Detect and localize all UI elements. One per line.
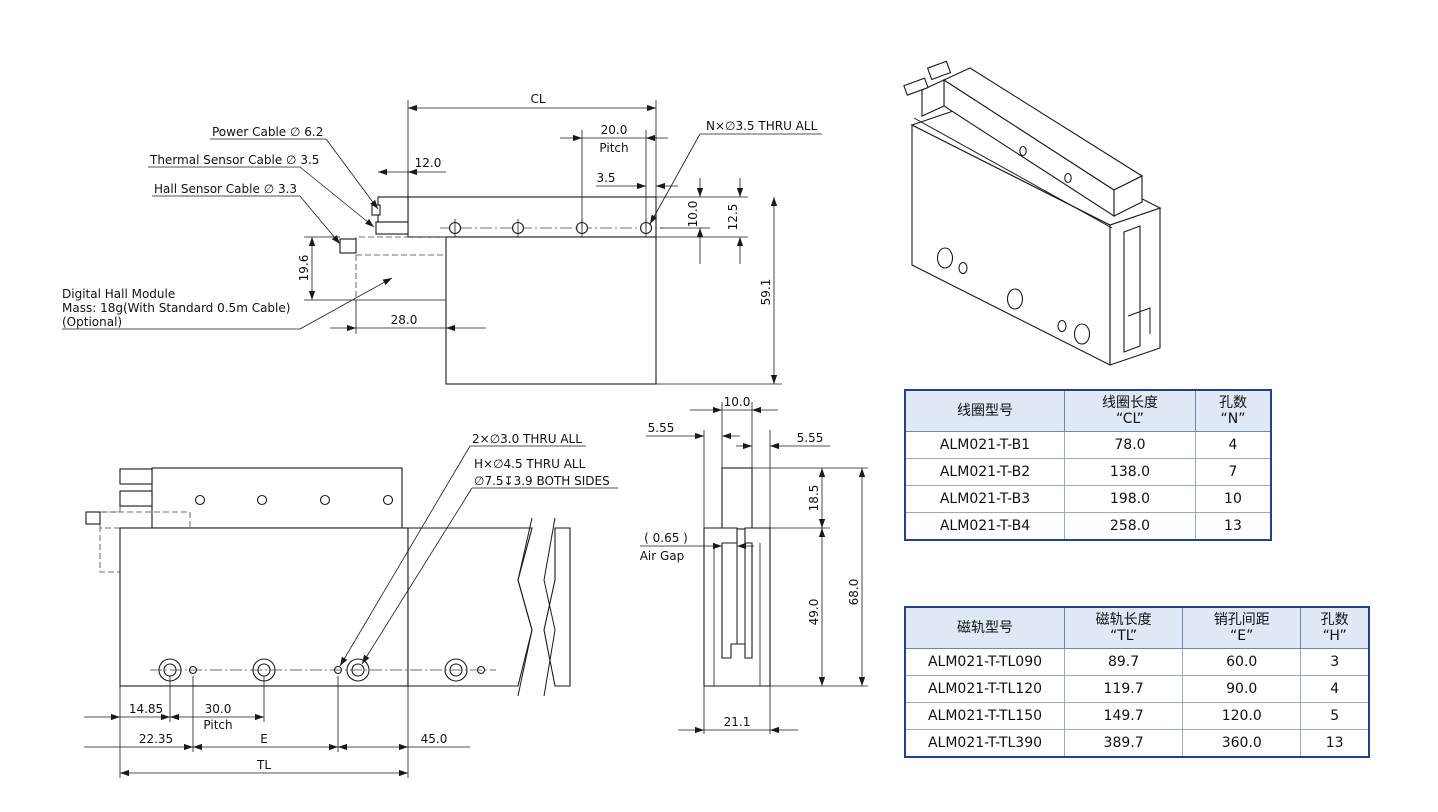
hall-module-line1: Digital Hall Module (62, 287, 175, 301)
coil-end-body (721, 467, 753, 530)
dim-19-6: 19.6 (297, 255, 311, 282)
track-side-segment-3 (543, 527, 571, 687)
cable-exit-block (377, 196, 409, 223)
coil-header-n: 孔数“N” (1194, 389, 1272, 432)
dim-68: 68.0 (847, 579, 861, 606)
dim-10: 10.0 (686, 201, 700, 228)
hall-module-outline (355, 236, 446, 256)
counterbore-note: ∅7.5↧3.9 BOTH SIDES (474, 474, 610, 488)
dim-pitch-30-label: Pitch (203, 718, 232, 732)
dim-14-85: 14.85 (129, 702, 163, 716)
dim-12-5: 12.5 (726, 204, 740, 231)
dim-5-55-right: 5.55 (797, 431, 824, 445)
track-side-segment-2 (407, 527, 533, 687)
air-gap-value: ( 0.65 ) (644, 531, 688, 545)
coil-side-body (151, 467, 403, 529)
coil-top-body (407, 196, 657, 238)
dim-pitch-label: Pitch (599, 141, 628, 155)
dim-30: 30.0 (205, 702, 232, 716)
dim-pitch-20: 20.0 (601, 123, 628, 137)
dim-45: 45.0 (421, 732, 448, 746)
track-end-body (703, 527, 771, 687)
track-header-model: 磁轨型号 (904, 606, 1065, 649)
mount-holes-note: 2×∅3.0 THRU ALL (472, 432, 582, 446)
coil-holes (448, 219, 653, 237)
coil-header-cl: 线圈长度“CL” (1064, 389, 1196, 432)
hall-module-line2: Mass: 18g(With Standard 0.5m Cable) (62, 301, 290, 315)
dim-12: 12.0 (415, 156, 442, 170)
dim-59-1: 59.1 (759, 279, 773, 306)
dim-21-1: 21.1 (724, 715, 751, 729)
side-view: 2×∅3.0 THRU ALL H×∅4.5 THRU ALL ∅7.5↧3.9… (84, 432, 618, 778)
coil-header-model: 线圈型号 (904, 389, 1065, 432)
dim-28: 28.0 (391, 313, 418, 327)
hall-cable-label: Hall Sensor Cable ∅ 3.3 (154, 182, 297, 196)
coil-holes-note: N×∅3.5 THRU ALL (706, 119, 818, 133)
dim-22-35: 22.35 (139, 732, 173, 746)
dim-end-10: 10.0 (724, 395, 751, 409)
top-view: CL 20.0 Pitch N×∅3.5 THRU ALL 12.0 3.5 1… (62, 92, 822, 385)
isometric-view (903, 60, 1162, 366)
dim-e: E (260, 732, 268, 746)
air-gap-label: Air Gap (640, 549, 685, 563)
track-top-body (445, 236, 657, 385)
track-holes-note: H×∅4.5 THRU ALL (474, 457, 586, 471)
track-header-e: 销孔间距“E” (1182, 606, 1302, 649)
dim-cl: CL (530, 92, 545, 106)
dim-49: 49.0 (807, 599, 821, 626)
hall-module-connector (339, 238, 357, 254)
track-header-tl: 磁轨长度“TL” (1063, 606, 1184, 649)
dim-18-5: 18.5 (807, 485, 821, 512)
dim-3-5: 3.5 (596, 171, 615, 185)
track-model-table: 磁轨型号 磁轨长度“TL” 销孔间距“E” 孔数“H” ALM021-T-TL0… (904, 606, 1370, 758)
hall-module-line3: (Optional) (62, 315, 122, 329)
dim-tl: TL (256, 758, 271, 772)
power-cable-label: Power Cable ∅ 6.2 (212, 125, 323, 139)
track-header-h: 孔数“H” (1300, 606, 1370, 649)
thermal-cable-label: Thermal Sensor Cable ∅ 3.5 (149, 153, 319, 167)
dim-5-55-left: 5.55 (648, 421, 675, 435)
end-view: 10.0 5.55 5.55 18.5 49.0 68.0 ( 0.65 ) A… (640, 395, 868, 734)
